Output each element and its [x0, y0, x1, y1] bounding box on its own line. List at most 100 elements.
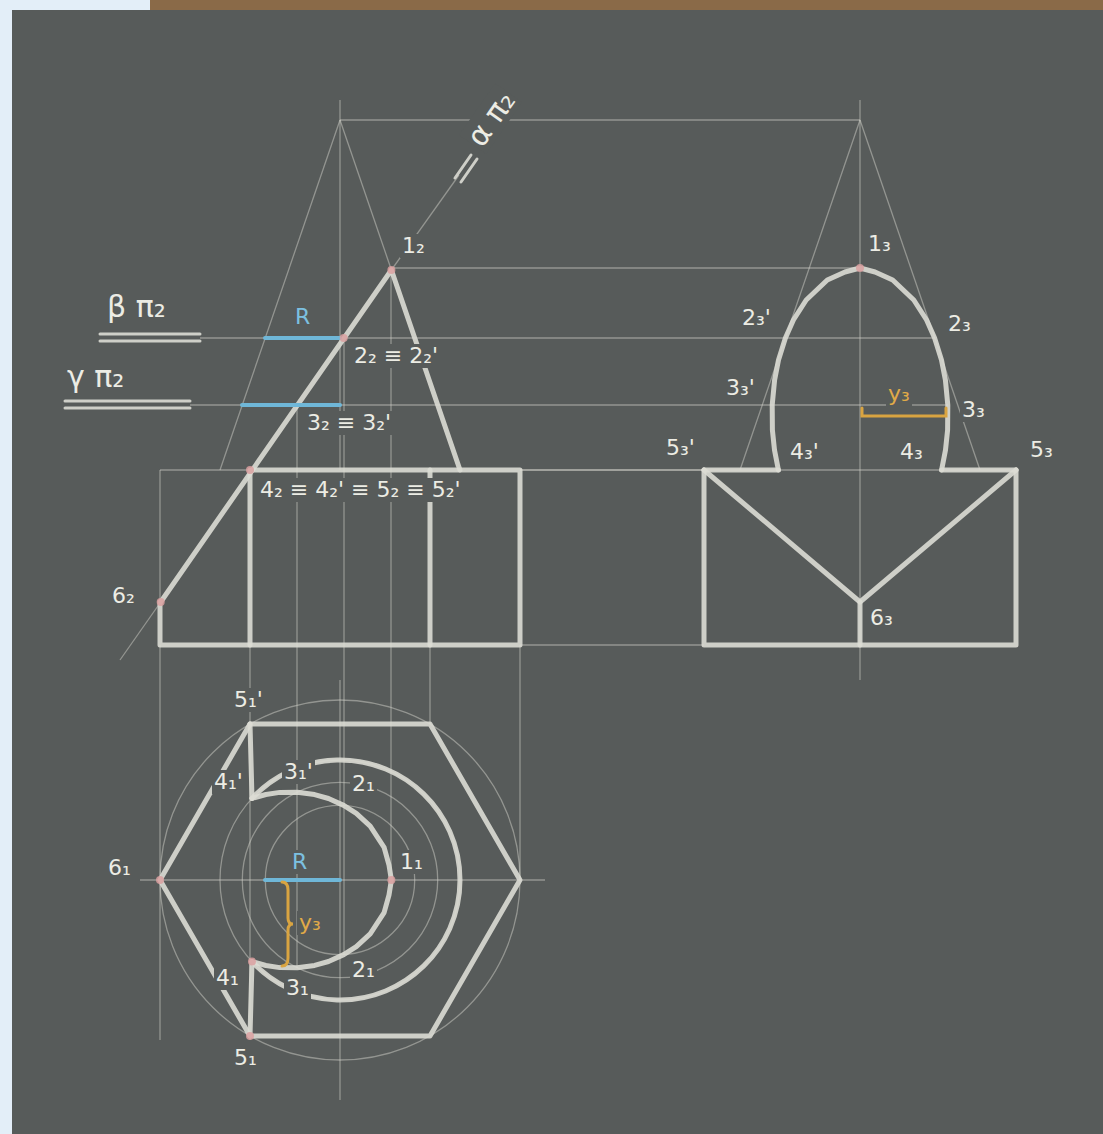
prism-outline	[160, 470, 520, 645]
radius-label: R	[290, 850, 309, 874]
section-line	[250, 962, 252, 1036]
point-dot	[340, 334, 348, 342]
section-curve	[772, 268, 948, 470]
prism-outline	[160, 469, 252, 470]
plane-label: γ π₂	[65, 360, 126, 393]
prism-outline	[159, 470, 160, 602]
cone-base-circle	[220, 760, 460, 1000]
dimension-label: y₃	[297, 911, 323, 935]
dimension-label: y₃	[886, 382, 912, 406]
radius-label: R	[293, 305, 312, 329]
point-label: 5₁	[232, 1046, 259, 1070]
plane-trace-mark	[461, 159, 477, 182]
point-label: 1₁	[398, 850, 425, 874]
dimension-bracket	[862, 408, 946, 416]
projection-line	[429, 645, 430, 724]
board-frame	[150, 0, 1103, 10]
axis-line	[859, 100, 860, 680]
point-dots	[156, 264, 864, 1040]
point-label: 2₃	[946, 312, 973, 336]
projection-line	[391, 267, 860, 268]
point-label: 5₁'	[232, 688, 265, 712]
radius-mark	[265, 336, 340, 340]
plane-trace-mark	[455, 155, 471, 178]
projection-line	[340, 119, 860, 120]
top-view	[160, 724, 520, 1036]
point-label: 5₃'	[664, 436, 697, 460]
section-line	[704, 468, 778, 473]
axis-line	[140, 879, 545, 880]
plane-markers	[65, 155, 477, 408]
circumcircle	[160, 700, 520, 1060]
cone-outline	[340, 120, 391, 270]
board	[12, 10, 1103, 1134]
side-view	[704, 268, 1016, 645]
section-curve	[252, 792, 391, 968]
point-label: 1₂	[400, 234, 427, 258]
point-label: 1₃	[866, 232, 893, 256]
point-label: 4₃'	[788, 440, 821, 464]
point-label: 3₁	[284, 976, 311, 1000]
plane-trace-mark	[100, 340, 200, 343]
radius-mark	[242, 403, 340, 407]
radius-mark	[265, 878, 340, 882]
point-label: 4₂ ≡ 4₂' ≡ 5₂ ≡ 5₂'	[258, 478, 463, 502]
point-dot	[246, 466, 254, 474]
point-dot	[387, 876, 395, 884]
point-dot	[248, 958, 256, 966]
plane-label: α π₂	[459, 83, 522, 154]
point-label: 3₃	[960, 398, 987, 422]
plane-trace-mark	[100, 333, 200, 336]
point-dot	[387, 266, 395, 274]
front-view	[160, 270, 520, 645]
point-dot	[156, 876, 164, 884]
point-label: 2₁	[350, 958, 377, 982]
point-dot	[157, 598, 165, 606]
section-line	[704, 470, 1016, 602]
prism-edge	[858, 602, 863, 645]
plane-trace-mark	[65, 407, 190, 410]
plane-label: β π₂	[105, 290, 168, 323]
point-label: 2₁	[350, 772, 377, 796]
point-label: 2₃'	[740, 306, 773, 330]
section-line	[250, 724, 252, 798]
cone-outline	[740, 120, 860, 470]
dimension-bracket	[282, 882, 293, 966]
point-label: 4₁'	[212, 770, 245, 794]
point-label: 2₂ ≡ 2₂'	[352, 344, 440, 368]
plane-trace-mark	[65, 400, 190, 403]
cone-outline	[391, 270, 460, 470]
plane-trace	[200, 337, 935, 338]
point-label: 5₃	[1028, 438, 1055, 462]
projection-line	[520, 644, 704, 645]
projection-line	[159, 645, 160, 1040]
prism-outline	[704, 470, 1016, 645]
point-label: 3₁'	[282, 760, 315, 784]
point-dot	[246, 1032, 254, 1040]
section-line	[161, 270, 392, 602]
plane-trace	[391, 175, 459, 270]
projection-line	[520, 469, 1016, 470]
section-line	[942, 468, 1016, 473]
point-label: 4₁	[214, 966, 241, 990]
level-circle	[242, 782, 437, 977]
point-label: 4₃	[898, 440, 925, 464]
prism-edge	[248, 470, 253, 645]
cone-base-arc	[252, 760, 460, 1000]
point-label: 6₃	[868, 606, 895, 630]
projection-line	[519, 645, 520, 880]
point-label: 3₃'	[724, 376, 757, 400]
point-dot	[856, 264, 864, 272]
hexagon-outline	[250, 724, 520, 1036]
plane-trace	[190, 404, 948, 405]
point-label: 6₁	[106, 856, 133, 880]
section-line	[160, 724, 250, 1036]
plane-trace	[120, 602, 161, 660]
construction-lines	[120, 100, 1016, 1100]
point-label: 3₂ ≡ 3₂'	[305, 411, 393, 435]
point-label: 6₂	[110, 584, 137, 608]
